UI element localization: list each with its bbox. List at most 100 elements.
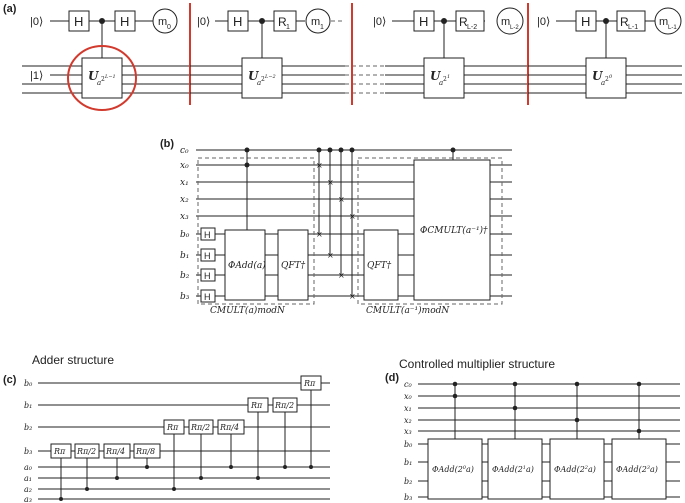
- rotation-label: R: [620, 15, 629, 29]
- measurement: [152, 8, 178, 34]
- wire-label: x₂: [180, 195, 189, 205]
- unitary-U: U: [88, 69, 100, 83]
- phi-add-gate: [549, 438, 605, 500]
- unitary-exp: 2: [261, 76, 265, 83]
- hadamard-gate: [114, 10, 136, 32]
- unitary-exp2: L−1: [104, 74, 116, 80]
- meas-label: m: [311, 16, 320, 28]
- cmult-inverse-label: ΦCMULT(a⁻¹)†: [420, 225, 488, 236]
- unitary-base: a: [439, 79, 443, 87]
- cmult-dashed-box: [197, 157, 315, 305]
- hadamard-label: H: [419, 14, 428, 29]
- wire-label: b₀: [180, 230, 190, 240]
- phi-add-label: ΦAdd(20a): [432, 465, 474, 474]
- panel-b-label: (b): [160, 138, 174, 150]
- cmult-inverse-gate: [413, 159, 491, 301]
- qft-dagger-gate-2: [363, 229, 399, 301]
- hadamard-label: H: [233, 14, 242, 29]
- wire-label: x₃: [180, 212, 189, 222]
- wire-label: b₂: [180, 271, 190, 281]
- panel-b-wire-labels: c₀ x₀ x₁ x₂ x₃ b₀ b₁ b₂ b₃: [180, 146, 190, 302]
- panel-d-label: (d): [385, 372, 399, 384]
- wire-label: x₁: [404, 404, 412, 413]
- unitary-U: U: [430, 69, 442, 83]
- wire-label: b₃: [404, 493, 412, 502]
- svg-text:×: ×: [349, 292, 356, 301]
- h-label: H: [204, 251, 211, 261]
- gate-label: Rπ: [303, 379, 316, 388]
- panel-a-label: (a): [3, 3, 17, 15]
- controlled-unitary: [241, 57, 283, 99]
- wire-label: b₁: [24, 401, 32, 410]
- rotation-gate: [455, 10, 485, 32]
- unitary-exp: 2: [605, 76, 609, 83]
- rotation-sub: 1: [286, 24, 290, 31]
- meas-sub: L-1: [668, 25, 677, 31]
- wire-label: b₀: [24, 379, 33, 388]
- wire-label: x₀: [180, 161, 189, 171]
- hadamard-gate: [227, 10, 249, 32]
- panel-c-label: (c): [3, 374, 17, 386]
- phi-add-label: ΦAdd(21a): [492, 465, 534, 474]
- wire-label: x₀: [404, 392, 413, 401]
- rotation-label: R: [459, 15, 468, 29]
- unitary-U: U: [592, 69, 604, 83]
- unitary-exp2: L−2: [264, 74, 276, 80]
- meas-label: m: [158, 16, 167, 28]
- svg-text:×: ×: [349, 212, 356, 221]
- meas-label: m: [659, 16, 668, 28]
- measurement: [496, 7, 524, 35]
- wire-label: b₂: [24, 423, 32, 432]
- panel-c-gates: Rπ Rπ/2 Rπ/4 Rπ/8 Rπ Rπ/2 Rπ/4 Rπ Rπ/2 R…: [50, 375, 322, 501]
- gate-label: Rπ/8: [135, 447, 155, 456]
- controlled-unitary: [81, 57, 123, 99]
- unitary-exp: 2: [101, 76, 105, 83]
- meas-sub: 1: [320, 24, 324, 31]
- highlight-circle: [67, 45, 137, 111]
- unitary-U: U: [248, 69, 260, 83]
- ket0-label: |0⟩: [30, 16, 43, 28]
- wire-label: c₀: [404, 380, 412, 389]
- gate-label: Rπ/4: [219, 423, 239, 432]
- panel-a-stage-2: |0⟩ H R 1 m 1 U a 2 L−2: [190, 8, 345, 99]
- controlled-unitary: [423, 57, 465, 99]
- phi-add-label: ΦAdd(22a): [554, 465, 596, 474]
- phi-add-label: ΦAdd(a): [228, 260, 266, 271]
- svg-text:×: ×: [316, 161, 323, 170]
- panel-a-stage-1: |0⟩ |1⟩ H H m 0 U a 2 L−1: [22, 8, 190, 111]
- h-label: H: [204, 271, 211, 281]
- rotation-sub: L-1: [628, 24, 638, 31]
- gate-label: Rπ: [53, 447, 66, 456]
- ket0-label: |0⟩: [197, 16, 210, 28]
- wire-label: c₀: [180, 146, 189, 156]
- wire-label: x₁: [180, 178, 189, 188]
- gate-label: Rπ: [166, 423, 179, 432]
- rotation-gate: [273, 10, 297, 32]
- svg-text:×: ×: [338, 271, 345, 280]
- qft-dagger-label-2: QFT†: [367, 261, 392, 271]
- swap-network: ×× ×× ×× ××: [316, 147, 356, 301]
- h-label: H: [204, 292, 211, 302]
- rotation-sub: L-2: [467, 24, 477, 31]
- panel-a-stage-4: |0⟩ H R L-1 m L-1 U a 2 0: [528, 7, 682, 99]
- hadamard-label: H: [74, 14, 83, 29]
- svg-text:×: ×: [327, 178, 334, 187]
- svg-text:×: ×: [338, 195, 345, 204]
- cmult-inv-label: CMULT(a⁻¹)modN: [366, 305, 450, 316]
- wire-label: b₃: [180, 292, 190, 302]
- wire-label: b₀: [404, 440, 413, 449]
- measurement: [305, 8, 331, 34]
- unitary-exp: 2: [443, 76, 447, 83]
- cmult-label: CMULT(a)modN: [210, 305, 286, 316]
- measurement: [654, 7, 682, 35]
- phi-add-gate: [487, 438, 543, 500]
- multiplier-title: Controlled multiplier structure: [399, 357, 555, 371]
- wire-label: x₂: [404, 416, 412, 425]
- panel-b-hadamards: H H H H: [200, 227, 216, 303]
- unitary-base: a: [97, 79, 101, 87]
- panel-d-gates: ΦAdd(20a) ΦAdd(21a) ΦAdd(22a) ΦAdd(23a): [427, 381, 667, 500]
- gate-label: Rπ/2: [76, 447, 96, 456]
- hadamard-label: H: [581, 14, 590, 29]
- wire-label: x₃: [404, 427, 412, 436]
